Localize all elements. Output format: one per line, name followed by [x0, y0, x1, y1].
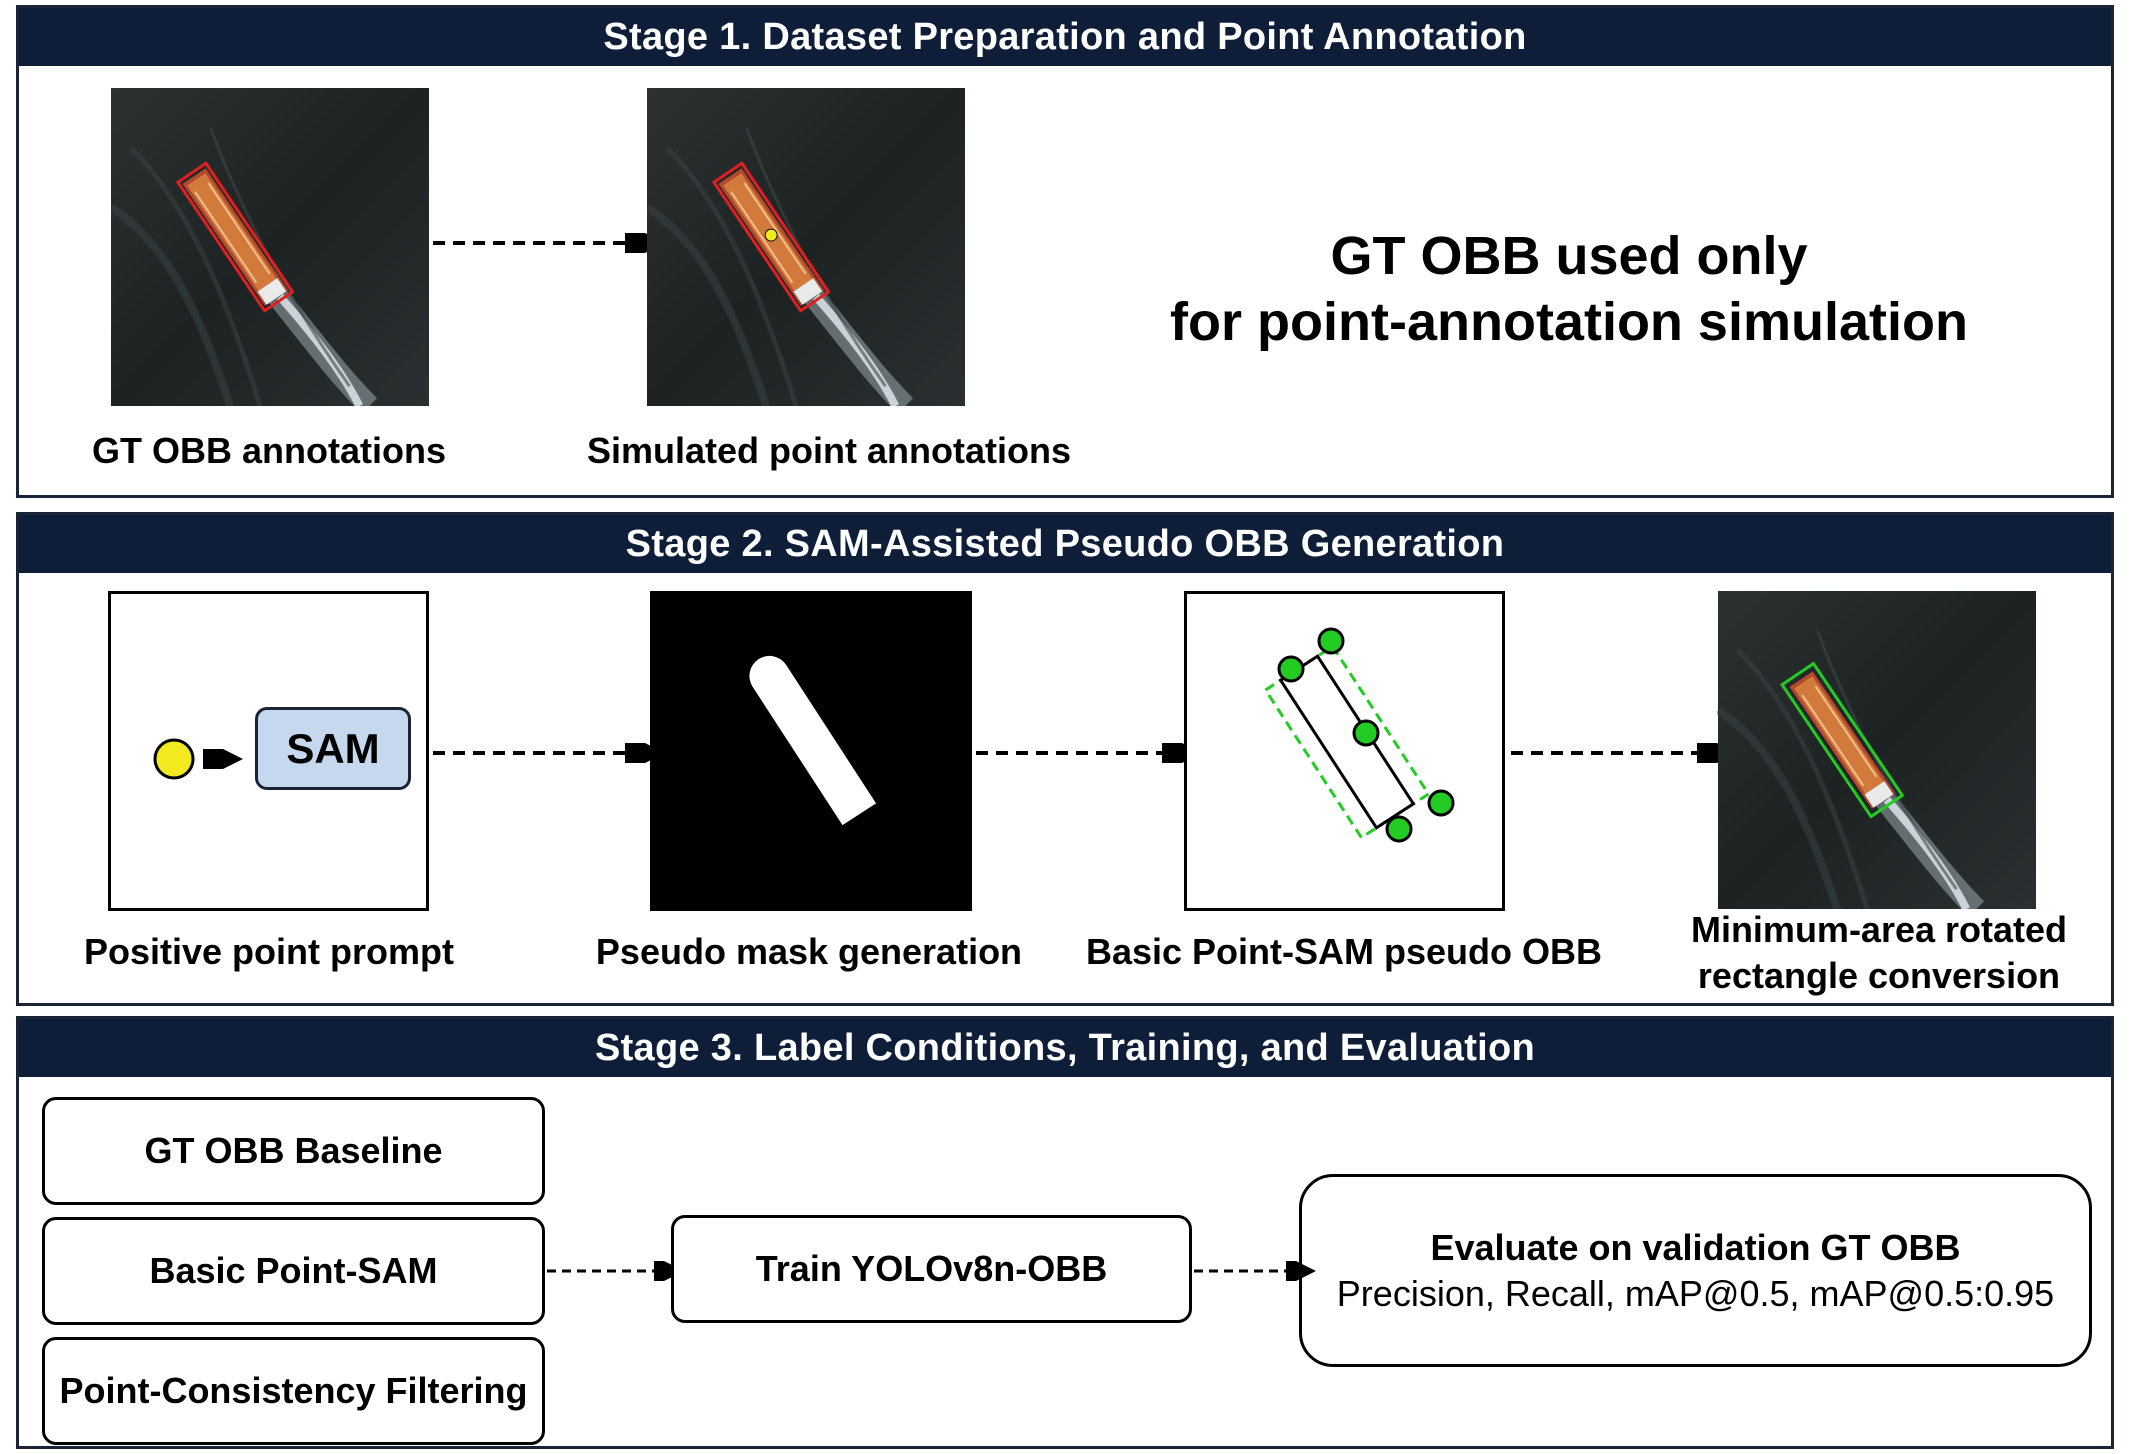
arrow-obb-to-minarea: [1511, 743, 1737, 763]
condition-point-consistency-filtering: Point-Consistency Filtering: [42, 1337, 545, 1445]
sam-block: SAM: [255, 707, 411, 790]
pseudo-obb-diagram: [1263, 627, 1455, 843]
caption-basic-pseudo-obb: Basic Point-SAM pseudo OBB: [1085, 931, 1603, 972]
obb-center-point: [1352, 719, 1380, 747]
condition-gt-obb-baseline: GT OBB Baseline: [42, 1097, 545, 1205]
caption-minarea-line2: rectangle conversion: [1697, 955, 2061, 996]
caption-minarea-conversion: Minimum-area rotated rectangle conversio…: [1669, 907, 2089, 999]
prompt-arrow: [203, 749, 243, 769]
point-annotation-dot: [764, 228, 778, 242]
pseudo-mask-image: [650, 591, 972, 911]
gt-obb-image: [111, 88, 429, 406]
minarea-result-image: [1717, 591, 2037, 909]
stage-2-title: Stage 2. SAM-Assisted Pseudo OBB Generat…: [19, 515, 2111, 573]
arrow-prompt-to-mask: [433, 743, 665, 763]
evaluation-metrics: Precision, Recall, mAP@0.5, mAP@0.5:0.95: [1336, 1272, 2055, 1314]
positive-point-prompt-box: SAM: [108, 591, 429, 911]
obb-corner-bottom: [1385, 815, 1413, 843]
caption-minarea-line1: Minimum-area rotated: [1690, 909, 2068, 950]
prompt-point-icon: [153, 738, 195, 780]
evaluation-box: Evaluate on validation GT OBB Precision,…: [1299, 1174, 2092, 1367]
sam-label: SAM: [286, 724, 380, 772]
arrow-conditions-to-train: [547, 1261, 684, 1281]
caption-simulated-points: Simulated point annotations: [587, 430, 1071, 471]
stage-3-title: Stage 3. Label Conditions, Training, and…: [19, 1019, 2111, 1077]
obb-corner-top: [1317, 627, 1345, 655]
obb-corner-right: [1427, 789, 1455, 817]
gt-obb-box: [175, 161, 295, 313]
gt-usage-note-line1: GT OBB used only: [1330, 226, 1808, 286]
obb-corner-left: [1277, 655, 1305, 683]
stage-1-title: Stage 1. Dataset Preparation and Point A…: [19, 8, 2111, 66]
arrow-gt-to-sim: [433, 233, 665, 253]
basic-pseudo-obb-box: [1184, 591, 1505, 911]
arrow-mask-to-obb: [976, 743, 1202, 763]
stage-2-panel: Stage 2. SAM-Assisted Pseudo OBB Generat…: [16, 512, 2114, 1006]
condition-basic-point-sam: Basic Point-SAM: [42, 1217, 545, 1325]
gt-usage-note: GT OBB used only for point-annotation si…: [1119, 223, 2019, 355]
caption-gt-obb: GT OBB annotations: [92, 430, 446, 471]
stage-3-panel: Stage 3. Label Conditions, Training, and…: [16, 1016, 2114, 1449]
stage-1-panel: Stage 1. Dataset Preparation and Point A…: [16, 5, 2114, 498]
simulated-point-image: [647, 88, 965, 406]
evaluation-title: Evaluate on validation GT OBB: [1430, 1226, 1961, 1268]
caption-pseudo-mask: Pseudo mask generation: [595, 931, 1023, 972]
gt-usage-note-line2: for point-annotation simulation: [1170, 292, 1968, 352]
caption-positive-point-prompt: Positive point prompt: [83, 931, 454, 972]
arrow-train-to-eval: [1194, 1261, 1316, 1281]
train-yolov8n-obb-box: Train YOLOv8n-OBB: [671, 1215, 1192, 1323]
